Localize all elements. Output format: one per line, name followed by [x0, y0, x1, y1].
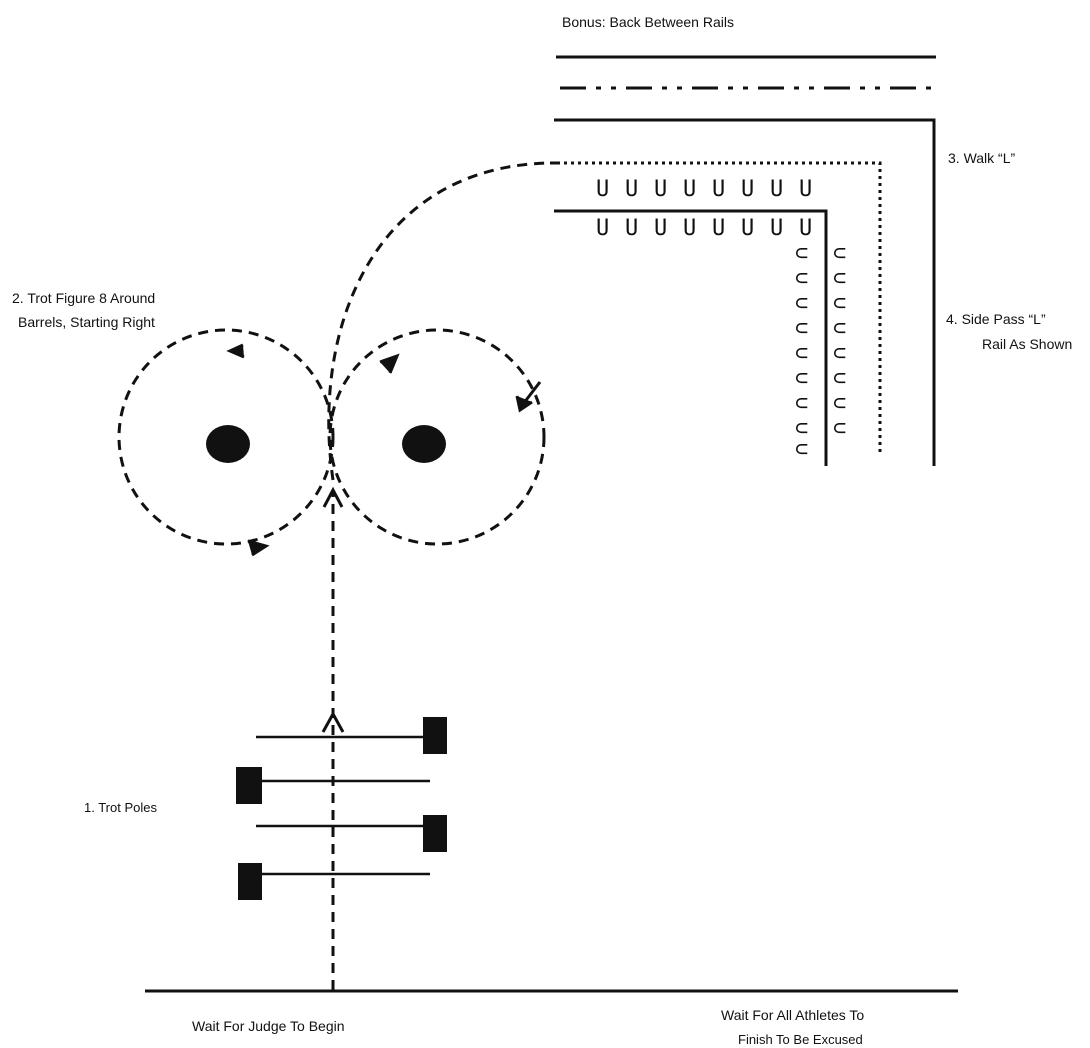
hoofprints-walk-row: U U U U U U U U — [596, 177, 812, 202]
hoofprint-mark: U — [625, 177, 638, 202]
hoofprint-mark: ⊂ — [795, 266, 808, 291]
walk-l-outer-rail — [554, 118, 936, 466]
hoofprint-mark: ⊂ — [795, 366, 808, 391]
hoofprints-vertical-right: ⊂ ⊂ ⊂ ⊂ ⊂ ⊂ ⊂ ⊂ — [833, 241, 846, 441]
figure8-left-circle — [117, 328, 335, 546]
hoofprint-mark: ⊂ — [795, 437, 808, 462]
label-side-pass-line1: 4. Side Pass “L” — [946, 311, 1046, 327]
hoofprint-mark: ⊂ — [833, 291, 846, 316]
walk-l-dotted-path — [550, 161, 882, 455]
barrel-left — [206, 425, 250, 463]
hoofprint-mark: U — [596, 177, 609, 202]
arrow-down-left-head-icon — [515, 395, 533, 413]
pole-standard — [423, 717, 447, 754]
label-trot-poles: 1. Trot Poles — [84, 800, 157, 815]
arrow-right-bottom-icon — [247, 539, 270, 557]
hoofprint-mark: U — [596, 216, 609, 241]
figure8-right-circle — [328, 328, 546, 546]
label-trot-figure8-line2: Barrels, Starting Right — [18, 314, 155, 330]
hoofprint-mark: U — [712, 177, 725, 202]
hoofprint-mark: ⊂ — [833, 416, 846, 441]
label-walk-l: 3. Walk “L” — [948, 150, 1015, 166]
hoofprint-mark: U — [799, 177, 812, 202]
hoofprint-mark: ⊂ — [833, 316, 846, 341]
hoofprint-mark: U — [799, 216, 812, 241]
hoofprint-mark: ⊂ — [833, 341, 846, 366]
hoofprint-mark: ⊂ — [833, 391, 846, 416]
hoofprint-mark: ⊂ — [833, 266, 846, 291]
hoofprint-mark: ⊂ — [795, 416, 808, 441]
pole-standard — [238, 863, 262, 900]
arrow-up-center-icon — [322, 486, 344, 508]
trot-poles — [236, 717, 447, 900]
pole-standard — [423, 815, 447, 852]
bonus-rails — [556, 55, 936, 90]
label-wait-begin: Wait For Judge To Begin — [192, 1018, 345, 1034]
direction-arrows — [226, 343, 542, 733]
hoofprint-mark: ⊂ — [795, 341, 808, 366]
hoofprint-mark: U — [741, 216, 754, 241]
hoofprint-mark: ⊂ — [795, 241, 808, 266]
hoofprints-vertical-left: ⊂ ⊂ ⊂ ⊂ ⊂ ⊂ ⊂ ⊂ ⊂ — [795, 241, 808, 462]
arrow-up-entry-icon — [321, 710, 345, 733]
hoofprint-mark: U — [712, 216, 725, 241]
path-to-walk-l — [327, 161, 561, 481]
hoofprint-mark: ⊂ — [795, 391, 808, 416]
label-bonus: Bonus: Back Between Rails — [562, 14, 734, 30]
hoofprint-mark: U — [741, 177, 754, 202]
arrow-up-right-icon — [379, 353, 400, 374]
hoofprint-mark: U — [625, 216, 638, 241]
pole-standard — [236, 767, 262, 804]
hoofprint-mark: ⊂ — [795, 291, 808, 316]
hoofprint-mark: ⊂ — [795, 316, 808, 341]
hoofprints-side-pass-row: U U U U U U U U — [596, 216, 812, 241]
hoofprint-mark: ⊂ — [833, 366, 846, 391]
barrel-right — [402, 425, 446, 463]
label-wait-finish-line2: Finish To Be Excused — [738, 1032, 863, 1047]
hoofprint-mark: U — [654, 177, 667, 202]
hoofprint-mark: U — [683, 177, 696, 202]
label-trot-figure8-line1: 2. Trot Figure 8 Around — [12, 290, 155, 306]
arrow-left-top-icon — [226, 343, 245, 359]
hoofprint-mark: U — [770, 177, 783, 202]
hoofprint-mark: U — [654, 216, 667, 241]
hoofprint-mark: U — [770, 216, 783, 241]
side-pass-l-rail — [554, 209, 828, 466]
hoofprint-mark: ⊂ — [833, 241, 846, 266]
hoofprint-mark: U — [683, 216, 696, 241]
label-side-pass-line2: Rail As Shown — [982, 336, 1072, 352]
label-wait-finish-line1: Wait For All Athletes To — [721, 1007, 864, 1023]
